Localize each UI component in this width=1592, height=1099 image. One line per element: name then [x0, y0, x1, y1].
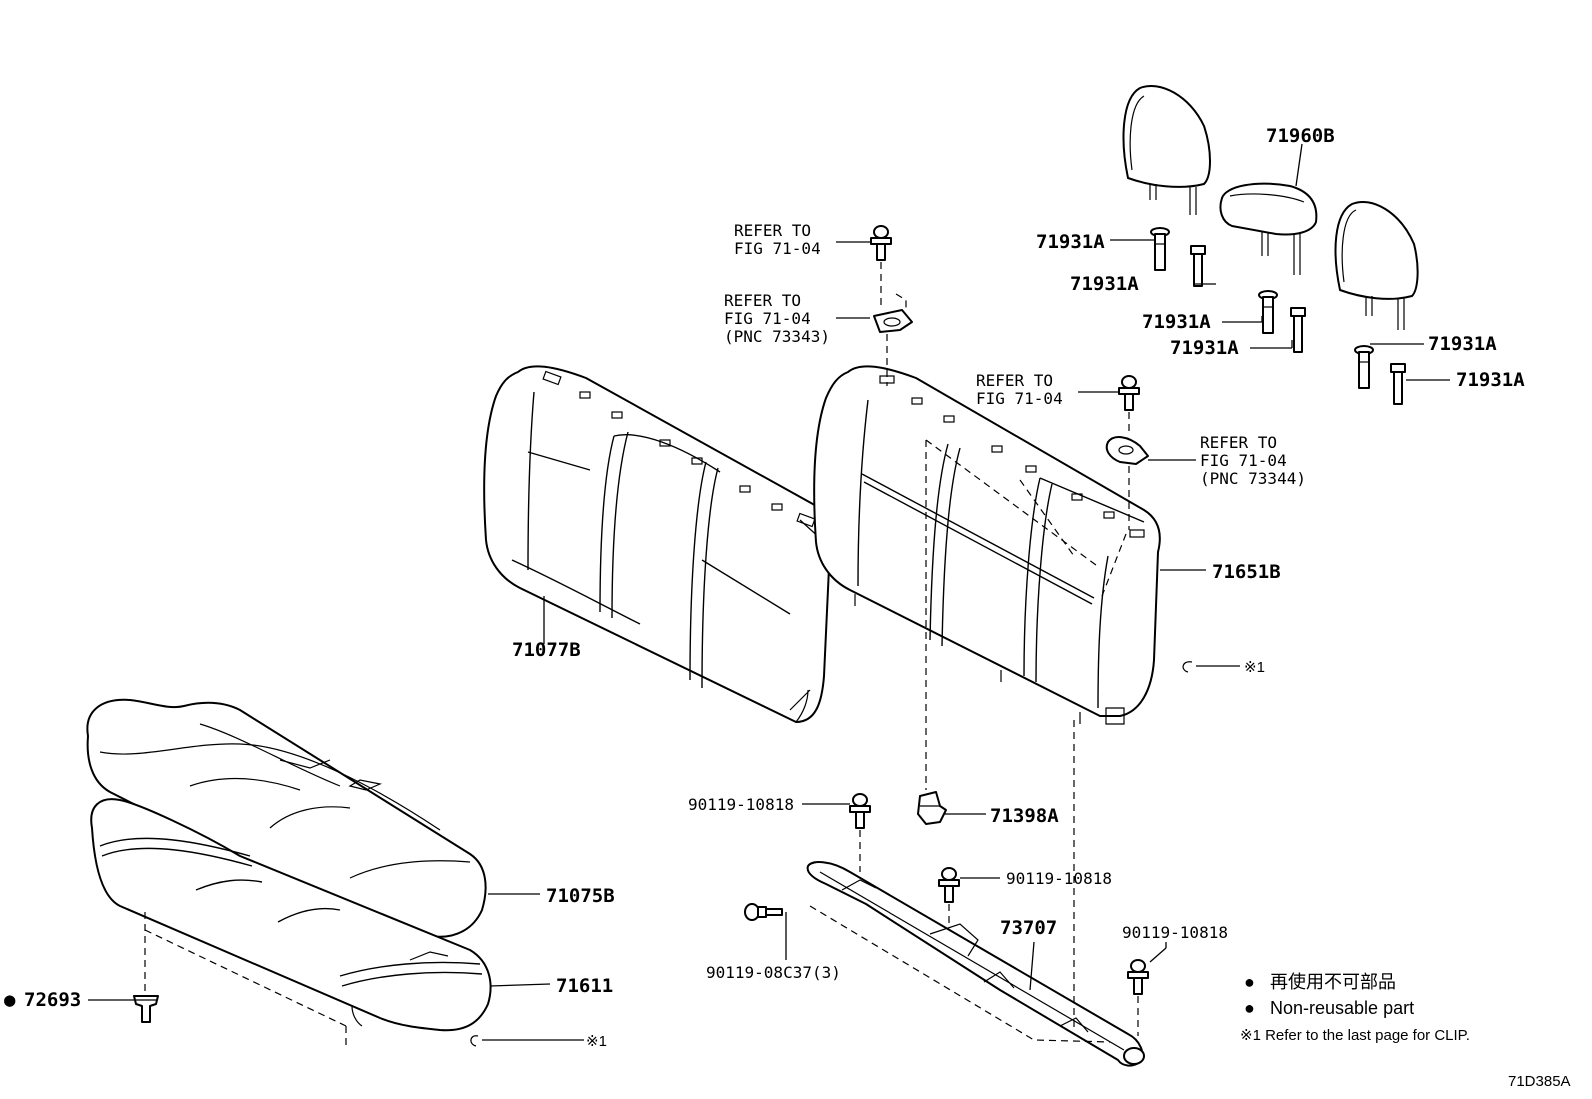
bolt-top-center — [870, 225, 892, 261]
ref-right-plate-1: REFER TO — [1200, 433, 1277, 452]
anchor-plate-73343 — [873, 293, 913, 333]
labels: 71960B 71931A 71931A 71931A 71931A 71931… — [4, 125, 1525, 1050]
ref-plate-2: FIG 71-04 — [724, 309, 811, 328]
label-bolt-qty: 90119-08C37(3) — [706, 963, 841, 982]
ref-right-plate-2: FIG 71-04 — [1200, 451, 1287, 470]
label-71077b: 71077B — [512, 639, 581, 661]
headrest-left — [1122, 85, 1211, 215]
label-71651b: 71651B — [1212, 561, 1281, 583]
headrest-right — [1334, 201, 1419, 330]
seatback-pad — [813, 365, 1161, 725]
label-bolt-2: 90119-10818 — [1006, 869, 1112, 888]
bolt-90119-10818-b — [938, 867, 960, 903]
label-71931a-4: 71931A — [1170, 337, 1239, 359]
ref-top-2: FIG 71-04 — [734, 239, 821, 258]
bolt-90119-08c37 — [744, 903, 783, 921]
legend: ● 再使用不可部品 ● Non-reusable part ※1 Refer t… — [1240, 972, 1470, 1044]
ref-plate-1: REFER TO — [724, 291, 801, 310]
label-71931a-2: 71931A — [1070, 273, 1139, 295]
legend-non-reusable-jp: 再使用不可部品 — [1270, 972, 1396, 992]
headrest-supports — [1150, 227, 1406, 405]
clip-marker-icons — [470, 661, 1193, 1047]
ref-right-1: REFER TO — [976, 371, 1053, 390]
clip-marker-lower: ※1 — [586, 1033, 607, 1050]
bolt-90119-10818-a — [849, 793, 871, 829]
label-bolt-3: 90119-10818 — [1122, 923, 1228, 942]
legend-non-reusable-en: Non-reusable part — [1270, 998, 1414, 1018]
label-72693: 72693 — [24, 989, 81, 1011]
bracket-73707 — [806, 861, 1145, 1067]
diagram-id: 71D385A — [1508, 1073, 1571, 1090]
clip-marker-upper: ※1 — [1244, 659, 1265, 676]
bolt-90119-10818-c — [1127, 959, 1149, 995]
anchor-plate-73344 — [1105, 436, 1149, 465]
ref-top-1: REFER TO — [734, 221, 811, 240]
seatback-cover — [483, 365, 833, 723]
cushion-dashes — [144, 912, 347, 1050]
ref-right-2: FIG 71-04 — [976, 389, 1063, 408]
bolts — [744, 225, 1149, 995]
bolt-top-right — [1118, 375, 1140, 411]
assembly-dashes — [859, 262, 1139, 1036]
cover-tabs — [542, 370, 816, 528]
legend-bullet-1: ● — [1244, 972, 1255, 992]
label-bolt-1: 90119-10818 — [688, 795, 794, 814]
legend-clip-note: ※1 Refer to the last page for CLIP. — [1240, 1027, 1470, 1044]
ref-right-plate-3: (PNC 73344) — [1200, 469, 1306, 488]
label-71398a: 71398A — [990, 805, 1059, 827]
legend-bullet-2: ● — [1244, 998, 1255, 1018]
cushion-clip — [133, 995, 159, 1023]
non-reusable-bullet: ● — [4, 989, 16, 1011]
hook-71398a — [917, 791, 947, 825]
label-71931a-5: 71931A — [1428, 333, 1497, 355]
label-71931a-6: 71931A — [1456, 369, 1525, 391]
label-71611: 71611 — [556, 975, 613, 997]
leader-lines — [88, 143, 1450, 1041]
headrest-center — [1219, 182, 1318, 275]
label-71960b: 71960B — [1266, 125, 1335, 147]
cushion-pad — [90, 798, 492, 1032]
label-71931a-1: 71931A — [1036, 231, 1105, 253]
label-71075b: 71075B — [546, 885, 615, 907]
label-71931a-3: 71931A — [1142, 311, 1211, 333]
label-73707: 73707 — [1000, 917, 1057, 939]
ref-plate-3: (PNC 73343) — [724, 327, 830, 346]
